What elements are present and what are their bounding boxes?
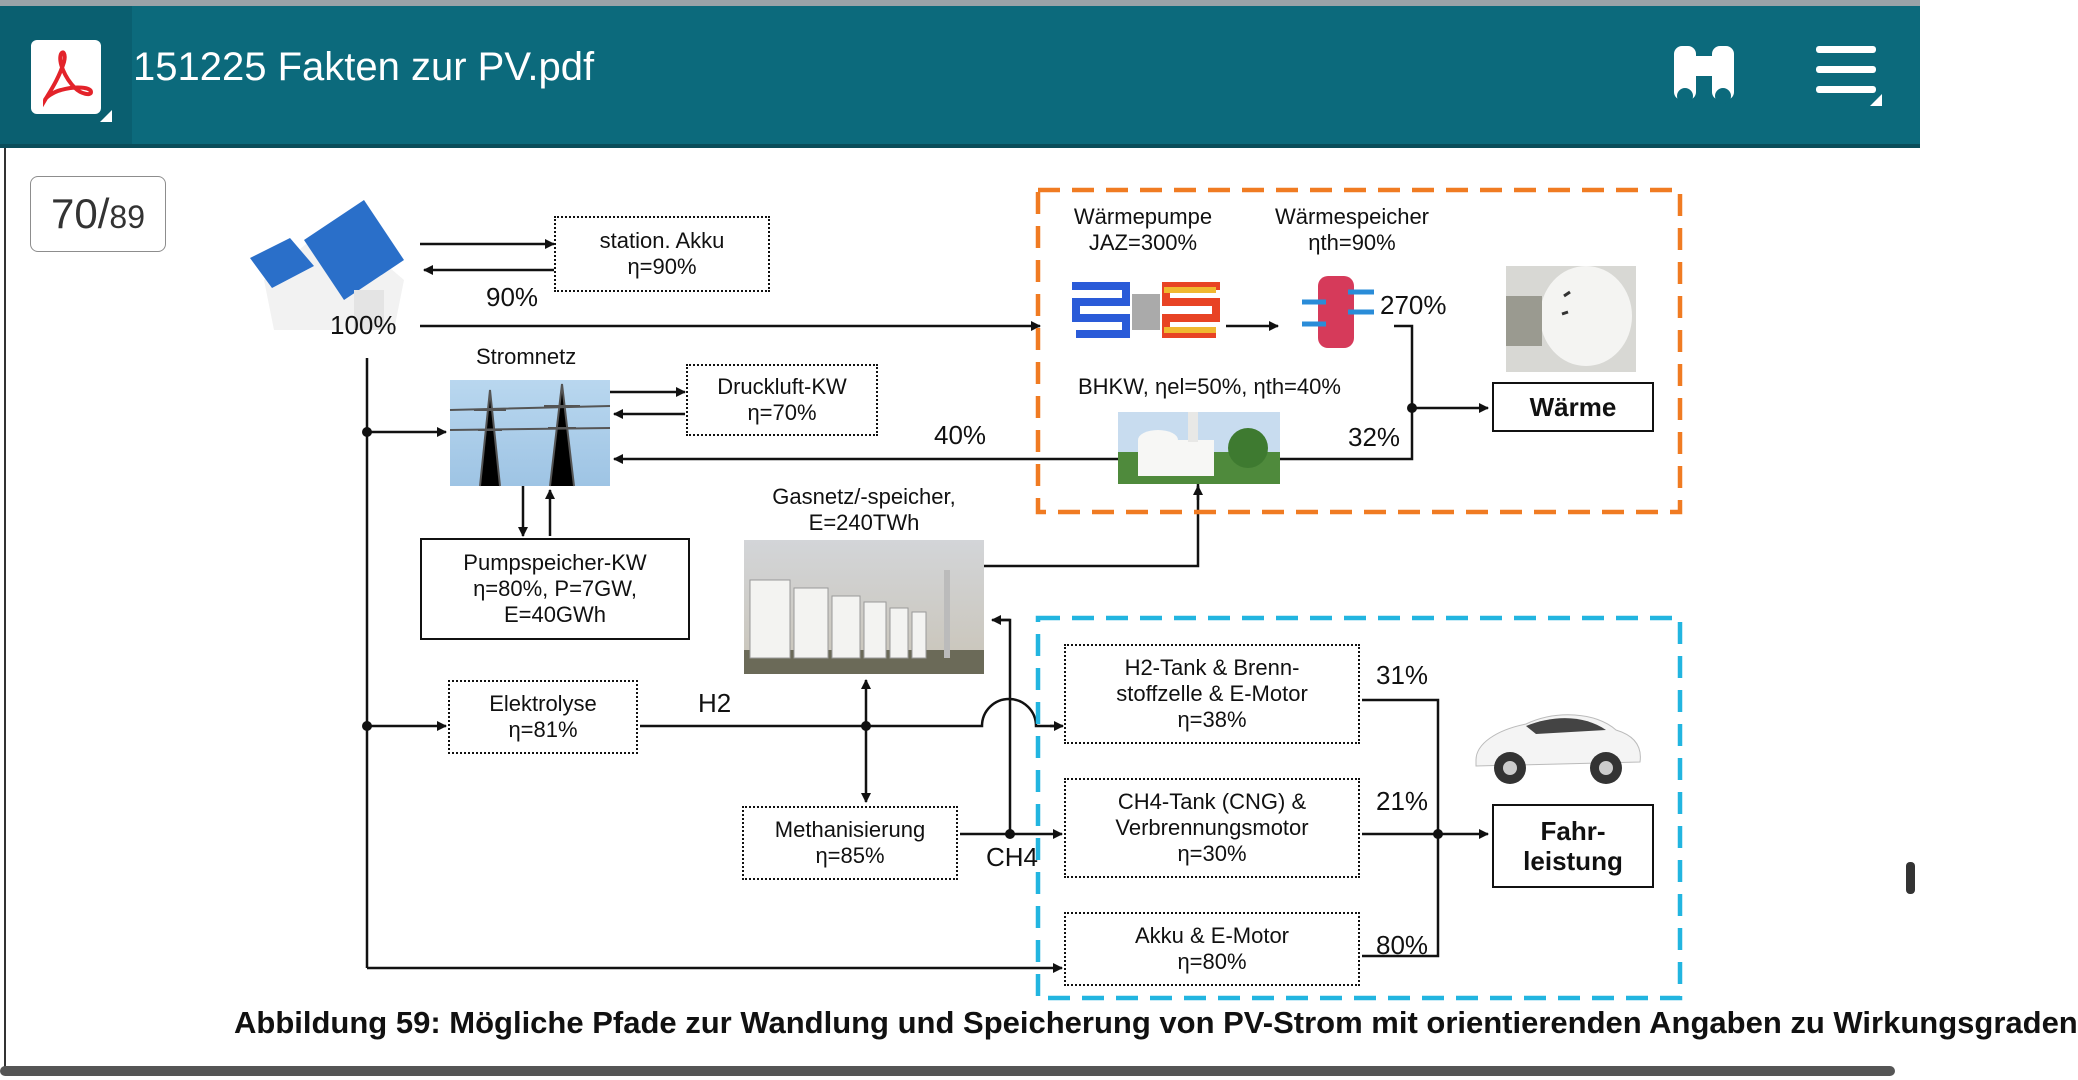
akku-emotor-label: Akku & E-Motor (1134, 923, 1290, 948)
pct-32: 32% (1348, 422, 1401, 452)
pv-paths-diagram (362, 187, 1683, 1001)
app-icon-button[interactable] (0, 6, 132, 144)
pv-house-image (244, 200, 414, 340)
akku-emotor-efficiency: η=80% (1177, 949, 1247, 974)
document-title: 151225 Fakten zur PV.pdf (133, 45, 595, 89)
fahrleistung-box: Fahr- leistung (1492, 804, 1654, 888)
vertical-scrollbar[interactable] (1906, 862, 1915, 894)
pdf-icon (31, 40, 101, 114)
waermepumpe-label: Wärmepumpe JAZ=300% (1073, 204, 1213, 255)
pct-90: 90% (486, 282, 539, 312)
methanisierung-label: Methanisierung (774, 817, 926, 842)
toolbar-shadow (0, 144, 1920, 148)
station-akku-label: station. Akku (599, 228, 725, 253)
waerme-label: Wärme (1529, 392, 1617, 422)
top-edge (0, 0, 1920, 6)
fahrleistung-label-2: leistung (1523, 846, 1623, 876)
find-binoculars-icon[interactable] (1670, 40, 1738, 110)
thermostat-image (1506, 266, 1636, 372)
h2-tank-box: H2-Tank & Brenn- stoffzelle & E-Motor η=… (1064, 644, 1360, 744)
ch4-tank-efficiency: η=30% (1177, 841, 1247, 866)
page-left-border (4, 148, 6, 1070)
pct-31: 31% (1376, 660, 1429, 690)
druckluft-box: Druckluft-KW η=70% (686, 364, 878, 436)
toolbar (0, 6, 1920, 144)
h2-label: H2 (698, 688, 732, 718)
druckluft-efficiency: η=70% (747, 400, 817, 425)
menu-icon[interactable] (1812, 38, 1882, 108)
pct-40: 40% (934, 420, 987, 450)
pumpspeicher-energy: E=40GWh (503, 602, 607, 627)
heat-pump-image (1066, 272, 1226, 352)
waerme-box: Wärme (1492, 382, 1654, 432)
h2-tank-label: H2-Tank & Brenn- (1124, 655, 1300, 680)
pumpspeicher-box: Pumpspeicher-KW η=80%, P=7GW, E=40GWh (420, 538, 690, 640)
pct-270: 270% (1380, 290, 1447, 320)
power-grid-image (449, 380, 611, 487)
ch4-tank-label-2: Verbrennungsmotor (1115, 815, 1309, 840)
ch4-tank-label: CH4-Tank (CNG) & (1117, 789, 1307, 814)
pct-80: 80% (1376, 930, 1429, 960)
car-image (1466, 700, 1646, 790)
ch4-tank-box: CH4-Tank (CNG) & Verbrennungsmotor η=30% (1064, 778, 1360, 878)
horizontal-scrollbar[interactable] (0, 1066, 1895, 1076)
station-akku-box: station. Akku η=90% (554, 216, 770, 292)
pct-100: 100% (330, 310, 397, 340)
bhkw-label: BHKW, ηel=50%, ηth=40% (1078, 374, 1341, 399)
gas-storage-image (744, 540, 984, 674)
h2-tank-label-2: stoffzelle & E-Motor (1116, 681, 1308, 706)
ch4-label: CH4 (986, 842, 1039, 872)
elektrolyse-efficiency: η=81% (508, 717, 578, 742)
gasnetz-label: Gasnetz/-speicher, E=240TWh (772, 484, 956, 535)
elektrolyse-label: Elektrolyse (489, 691, 597, 716)
station-akku-efficiency: η=90% (627, 254, 697, 279)
h2-tank-efficiency: η=38% (1177, 707, 1247, 732)
fahrleistung-label: Fahr- (1540, 816, 1606, 846)
pumpspeicher-efficiency: η=80%, P=7GW, (473, 576, 637, 601)
current-page: 70 (51, 190, 98, 237)
page-indicator[interactable]: 70/89 (30, 176, 166, 252)
druckluft-label: Druckluft-KW (717, 374, 847, 399)
total-pages: 89 (109, 199, 145, 235)
methanisierung-box: Methanisierung η=85% (742, 806, 958, 880)
stromnetz-label: Stromnetz (476, 344, 577, 369)
methanisierung-efficiency: η=85% (815, 843, 885, 868)
elektrolyse-box: Elektrolyse η=81% (448, 680, 638, 754)
bhkw-building-image (1118, 412, 1280, 484)
waermespeicher-label: Wärmespeicher ηth=90% (1274, 204, 1430, 255)
figure-caption: Abbildung 59: Mögliche Pfade zur Wandlun… (234, 1005, 2078, 1040)
akku-emotor-box: Akku & E-Motor η=80% (1064, 912, 1360, 986)
pumpspeicher-label: Pumpspeicher-KW (463, 550, 647, 575)
pct-21: 21% (1376, 786, 1429, 816)
heat-storage-image (1298, 272, 1378, 352)
